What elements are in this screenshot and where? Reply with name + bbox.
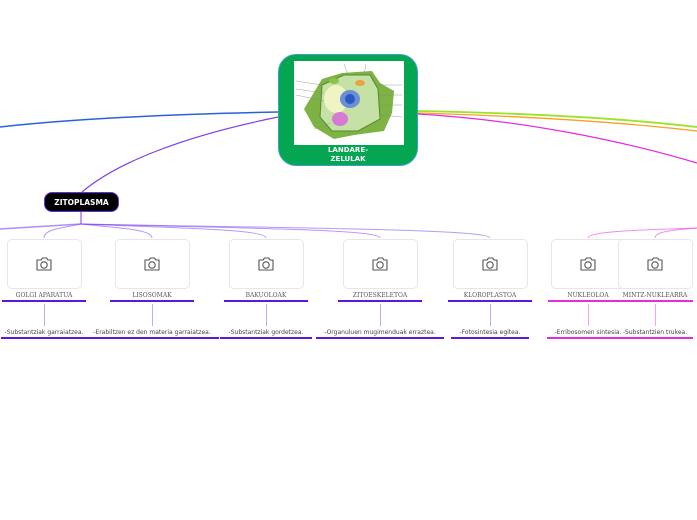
subtopic-description[interactable]: -Substantziak garraiatzea. (1, 327, 87, 339)
subtopic-description[interactable]: -Substantziak gordetzea. (220, 327, 312, 339)
image-placeholder[interactable] (114, 239, 190, 289)
sub-branch-line (80, 223, 491, 239)
branch-line-zitoplasma (81, 116, 279, 193)
central-topic-title-line1: LANDARE- (327, 146, 369, 154)
central-topic-title: LANDARE- ZELULAK (279, 146, 417, 164)
subtopic-connector (655, 304, 656, 326)
central-topic-title-line2: ZELULAK (330, 155, 366, 163)
subtopic-connector (380, 304, 381, 326)
subtopic-connector (490, 304, 491, 326)
camera-icon (36, 257, 52, 271)
subtopic-label[interactable]: KLOROPLASTOA (448, 291, 532, 302)
subtopic-connector (44, 304, 45, 326)
camera-icon (258, 257, 274, 271)
sub-branch-line (80, 223, 153, 239)
sub-branch-line (654, 227, 697, 239)
image-placeholder[interactable] (6, 239, 82, 289)
topic-zitoplasma-label: ZITOPLASMA (54, 197, 109, 207)
camera-icon (372, 257, 388, 271)
topic-zitoplasma[interactable]: ZITOPLASMA (44, 192, 119, 212)
branch-line-magenta (417, 113, 697, 164)
sub-branch-line-offscreen (0, 223, 82, 230)
image-placeholder[interactable] (228, 239, 304, 289)
subtopic-description[interactable]: -Organuluen mugimenduak erraztea. (316, 327, 444, 339)
plant-cell-image (294, 61, 404, 145)
subtopic-connector (152, 304, 153, 326)
subtopic-label[interactable]: ZITOESKELETOA (338, 291, 422, 302)
branch-line-green (417, 110, 697, 128)
subtopic-label[interactable]: MINTZ-NUKLEARRA (617, 291, 693, 302)
camera-icon (580, 257, 596, 271)
sub-branch-lines (0, 223, 697, 239)
branch-line-orange (417, 112, 697, 132)
subtopic-label[interactable]: NUKLEOLOA (548, 291, 628, 302)
image-placeholder[interactable] (550, 239, 626, 289)
subtopic-label[interactable]: LISOSOMAK (110, 291, 194, 302)
subtopic-label[interactable]: BAKUOLOAK (224, 291, 308, 302)
image-placeholder[interactable] (452, 239, 528, 289)
plant-cell-diagram-icon (295, 63, 403, 139)
camera-icon (144, 257, 160, 271)
subtopic-description[interactable]: -Fotosintesia egitea. (451, 327, 529, 339)
subtopic-description[interactable]: -Erabiltzen ez den materia garraiatzea. (85, 327, 219, 339)
subtopic-connector (588, 304, 589, 326)
subtopic-connector (266, 304, 267, 326)
branch-line-left (0, 111, 279, 128)
subtopic-label[interactable]: GOLGI APARATUA (2, 291, 86, 302)
subtopic-description[interactable]: -Erribosomen sintesia. (547, 327, 629, 339)
image-placeholder[interactable] (617, 239, 693, 289)
image-placeholder[interactable] (342, 239, 418, 289)
camera-icon (647, 257, 663, 271)
sub-branch-line (587, 227, 697, 239)
central-topic-landare-zelulak[interactable]: LANDARE- ZELULAK (278, 54, 418, 166)
camera-icon (482, 257, 498, 271)
subtopic-description[interactable]: -Substantzien trukea. (617, 327, 693, 339)
